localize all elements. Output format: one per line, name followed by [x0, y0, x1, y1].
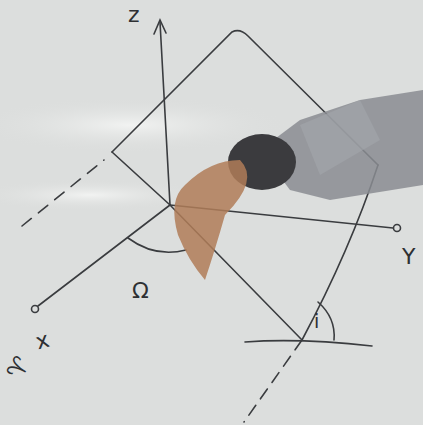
- axis-label: ♈: [3, 353, 35, 384]
- angle-arc: [128, 238, 186, 252]
- x-axis: [38, 205, 170, 306]
- axis-label: Y: [402, 246, 415, 268]
- z-axis: [160, 22, 170, 205]
- reference-line: [245, 341, 372, 346]
- hand: [174, 90, 423, 280]
- axis-arrowhead: [154, 20, 166, 34]
- dashed-line: [244, 340, 302, 422]
- dashed-line: [22, 160, 104, 226]
- axis-label: z: [128, 4, 140, 26]
- angle-arc: [318, 302, 334, 340]
- axis-end: [394, 225, 401, 232]
- axis-label: Ω: [132, 280, 149, 302]
- axis-label: i: [314, 312, 319, 331]
- axis-label: x: [33, 329, 51, 354]
- axis-end: [32, 306, 39, 313]
